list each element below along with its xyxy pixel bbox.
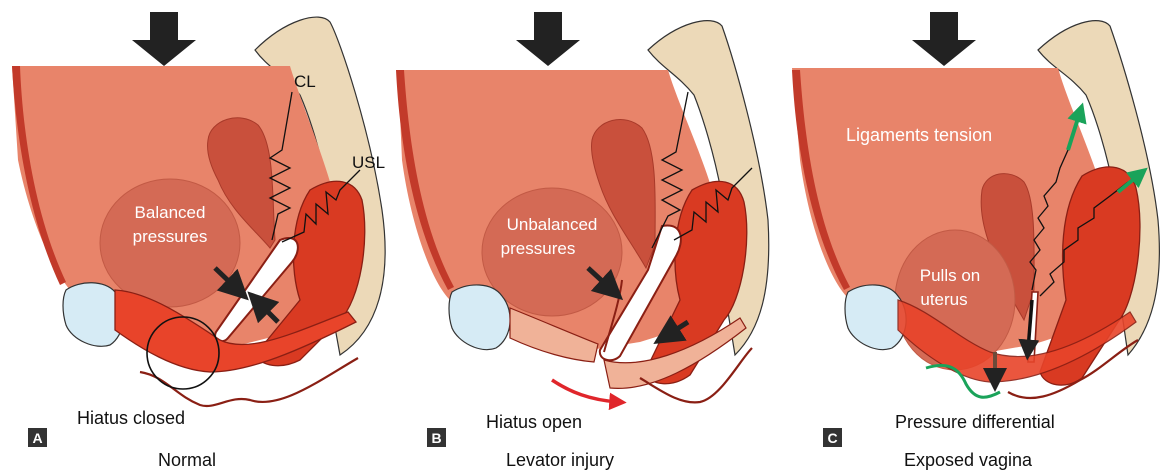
pressure-label-line1: Unbalanced — [507, 215, 598, 234]
panel-a: CL USL Balanced pressures Hiatus closed … — [12, 12, 385, 470]
hiatus-open-arrow-icon — [552, 380, 618, 402]
svg-text:C: C — [827, 430, 837, 446]
svg-text:A: A — [32, 430, 42, 446]
svg-text:B: B — [431, 430, 441, 446]
tension-label: Ligaments tension — [846, 125, 992, 145]
panel-caption: Levator injury — [506, 450, 614, 470]
load-arrow-icon — [516, 12, 580, 66]
pubis — [449, 285, 510, 350]
load-arrow-icon — [912, 12, 976, 66]
pubis — [845, 285, 906, 350]
pressure-label-line2: pressures — [501, 239, 576, 258]
pressure-label-line2: pressures — [133, 227, 208, 246]
panel-caption: Exposed vagina — [904, 450, 1033, 470]
hiatus-label: Hiatus open — [486, 412, 582, 432]
pressure-label-line1: Balanced — [135, 203, 206, 222]
panel-c: Ligaments tension Pulls on uterus Pressu… — [792, 12, 1159, 470]
label-usl: USL — [352, 153, 385, 172]
panel-badge-b: B — [427, 428, 446, 447]
panel-badge-c: C — [823, 428, 842, 447]
pull-label-line2: uterus — [920, 290, 967, 309]
load-arrow-icon — [132, 12, 196, 66]
label-cl: CL — [294, 72, 316, 91]
pressure-differential-label: Pressure differential — [895, 412, 1055, 432]
pubis — [63, 283, 123, 347]
pull-label-line1: Pulls on — [920, 266, 980, 285]
hiatus-label: Hiatus closed — [77, 408, 185, 428]
panel-caption: Normal — [158, 450, 216, 470]
panel-badge-a: A — [28, 428, 47, 447]
panel-b: Unbalanced pressures Hiatus open B Levat… — [396, 12, 769, 470]
